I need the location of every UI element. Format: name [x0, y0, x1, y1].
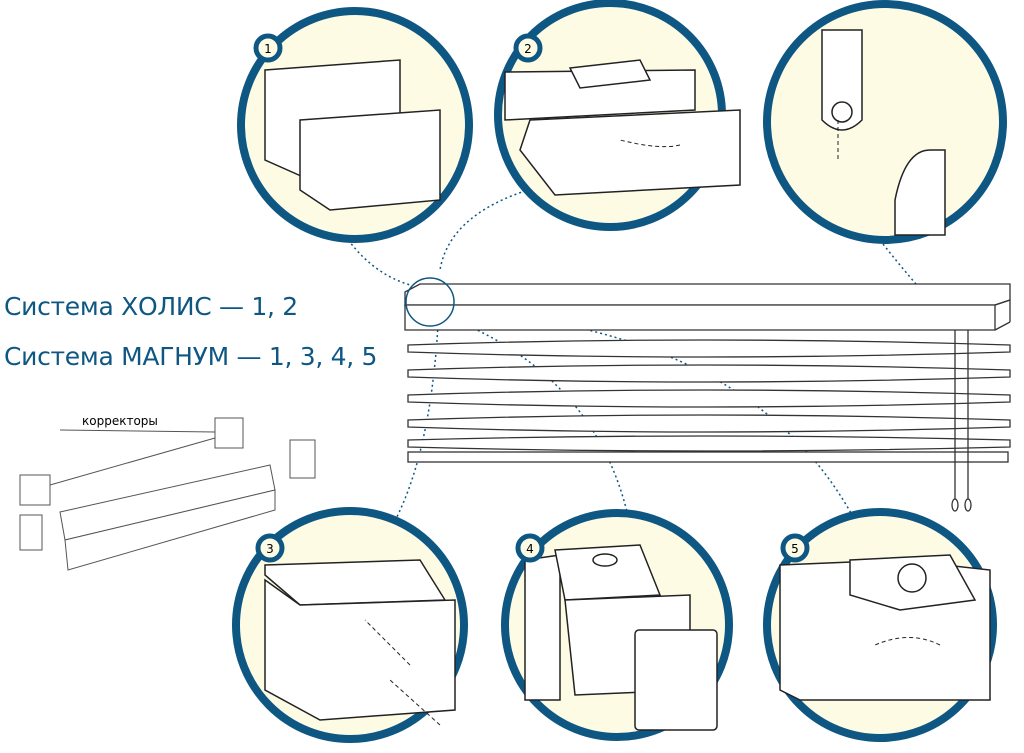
- leader-3: [389, 324, 439, 531]
- callout-number-2: 2: [524, 42, 532, 56]
- callout-5: 5: [763, 508, 997, 742]
- legend-holis-system: Система ХОЛИС — 1, 2: [4, 292, 298, 321]
- legend-magnum-system: Система МАГНУМ — 1, 3, 4, 5: [4, 342, 378, 371]
- venetian-blind: [404, 283, 1011, 512]
- callouts: 1 2: [232, 0, 1007, 743]
- callout-4: 4: [501, 509, 733, 741]
- detail-highlight: [405, 277, 455, 327]
- callout-number-3: 3: [266, 542, 274, 556]
- callout-2: 2: [494, 0, 741, 231]
- callout-number-5: 5: [791, 542, 799, 556]
- callout-top-right: [763, 0, 1007, 244]
- correctors-sketch: [19, 417, 316, 571]
- correctors-label: корректоры: [82, 414, 158, 428]
- slats: [407, 339, 1011, 463]
- callout-number-4: 4: [526, 542, 534, 556]
- leader-1: [329, 209, 411, 286]
- callout-3: 3: [232, 507, 468, 743]
- callout-number-1: 1: [264, 42, 272, 56]
- callout-1: 1: [237, 7, 473, 243]
